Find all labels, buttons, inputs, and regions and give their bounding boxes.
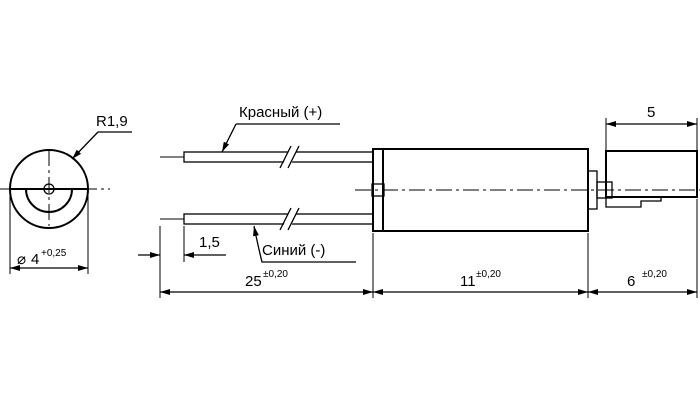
wire-length-tolerance: ±0,20 xyxy=(263,269,288,280)
blue-wire-label: Синий (-) xyxy=(262,242,325,259)
shaft-circle xyxy=(43,183,55,195)
wire-length-value: 25 xyxy=(245,273,262,290)
eccentric-weight xyxy=(605,150,698,198)
blue-wire-break-line-1 xyxy=(279,207,292,231)
red-wire-label: Красный (+) xyxy=(239,104,322,121)
front-view: R1,9 ⌀ 4 +0,25 xyxy=(0,113,132,274)
red-wire-break-line-1 xyxy=(279,145,292,169)
blue-wire-break-mask xyxy=(283,211,297,227)
radius-label: R1,9 xyxy=(96,113,128,130)
red-wire-break-mask xyxy=(283,149,297,165)
blue-wire-break-line-2 xyxy=(287,207,300,231)
body-length-tolerance: ±0,20 xyxy=(476,269,501,280)
diameter-tolerance: +0,25 xyxy=(41,248,67,259)
weight-width-label: 5 xyxy=(647,104,655,121)
strip-length-label: 1,5 xyxy=(199,234,220,251)
dimensions: 1,5 25 ±0,20 11 ±0,20 6 ±0,20 5 xyxy=(138,104,698,298)
diameter-symbol: ⌀ xyxy=(17,251,26,268)
diameter-value: 4 xyxy=(31,251,39,268)
body-length-value: 11 xyxy=(460,273,476,290)
red-wire-insulation xyxy=(183,151,374,163)
radius-leader xyxy=(71,131,99,160)
red-wire-break-line-2 xyxy=(287,145,300,169)
weight-length-value: 6 xyxy=(627,273,635,290)
blue-wire-insulation xyxy=(183,213,374,225)
weight-length-tolerance: ±0,20 xyxy=(642,269,667,280)
red-wire-leader xyxy=(221,123,237,153)
blue-wire-leader xyxy=(253,225,356,263)
side-view: Красный (+) Синий (-) xyxy=(160,104,700,263)
weight-lower-profile xyxy=(605,197,662,208)
shaft xyxy=(596,181,613,199)
